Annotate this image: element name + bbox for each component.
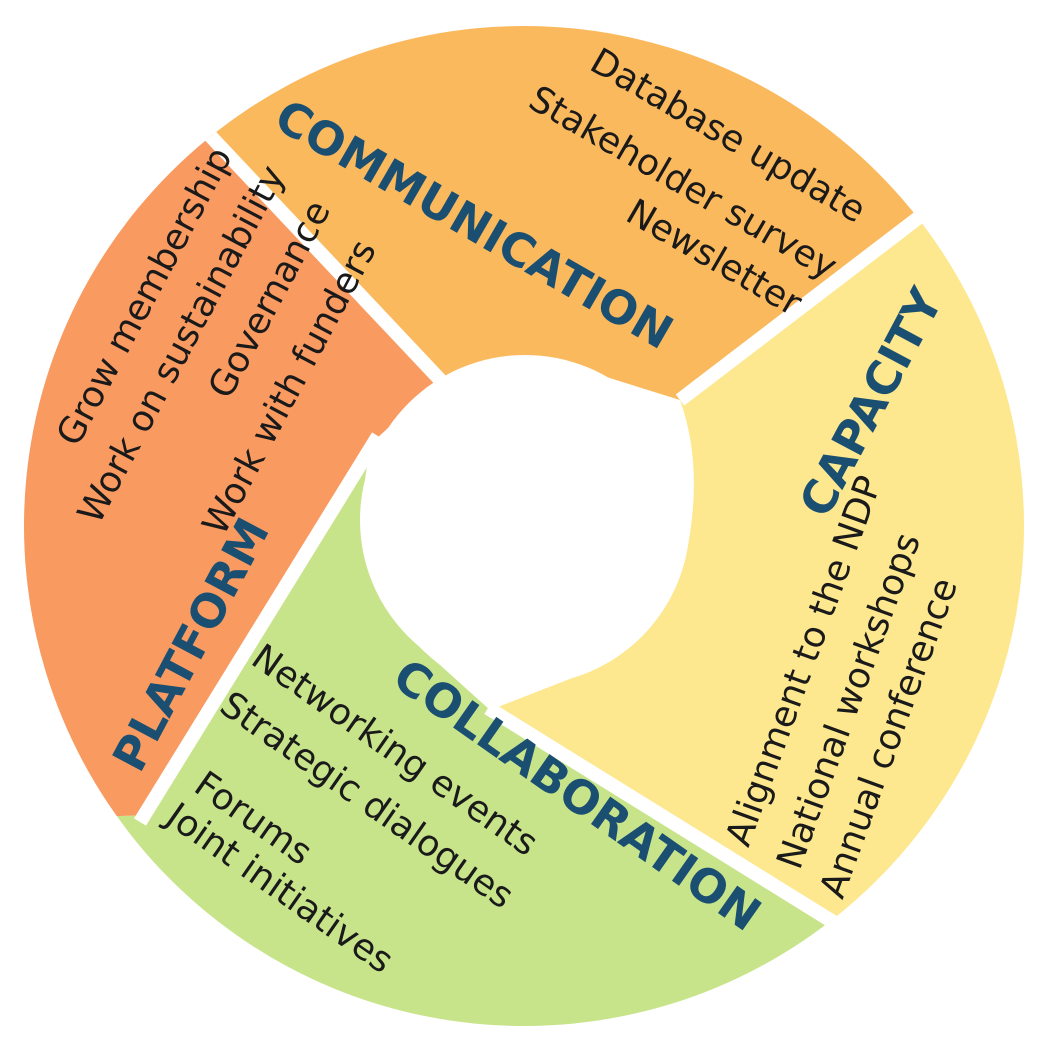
center-hole — [360, 355, 690, 685]
segment-dividers — [134, 120, 940, 931]
segment-capacity — [490, 75, 1024, 1000]
divider-bottom-right — [484, 702, 842, 931]
divider-top-right — [675, 199, 940, 406]
divider-top-left — [194, 120, 451, 390]
segment-collaboration — [24, 440, 1024, 1026]
divider-bottom-left — [134, 432, 384, 826]
segment-platform — [24, 130, 440, 820]
